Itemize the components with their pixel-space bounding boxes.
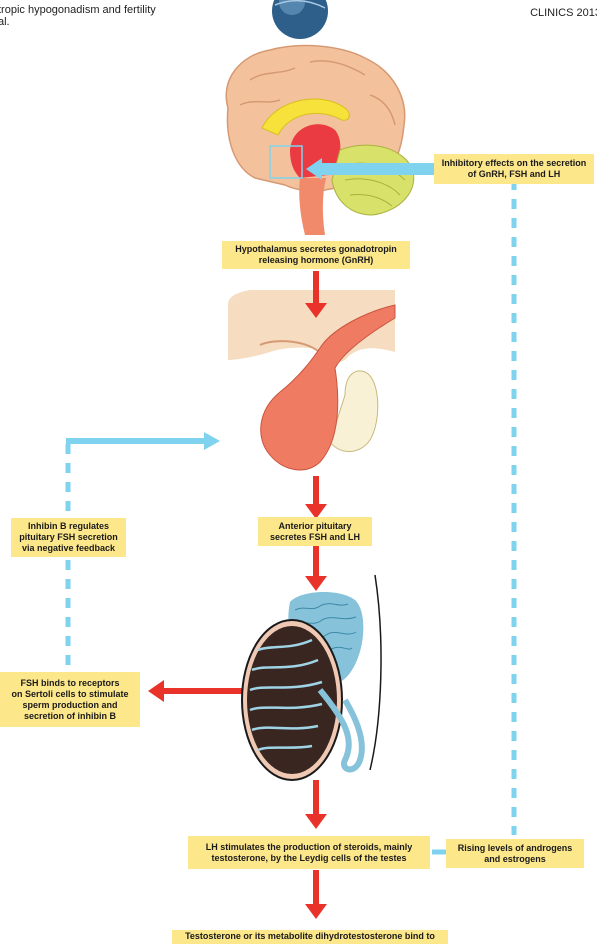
journal-globe-logo (272, 0, 328, 39)
pituitary-illustration (228, 290, 395, 470)
rising-androgens-label: Rising levels of androgens and estrogens (446, 839, 584, 868)
fsh-sertoli-label: FSH binds to receptors on Sertoli cells … (0, 672, 140, 727)
stimulatory-arrows (148, 271, 327, 919)
inhibitory-effects-label: Inhibitory effects on the secretion of G… (434, 154, 594, 184)
anterior-pituitary-label: Anterior pituitary secretes FSH and LH (258, 517, 372, 546)
testosterone-binding-label: Testosterone or its metabolite dihydrote… (172, 930, 448, 944)
inhibin-b-label: Inhibin B regulates pituitary FSH secret… (11, 518, 126, 557)
hypothalamus-label: Hypothalamus secretes gonadotropin relea… (222, 241, 410, 269)
brain-illustration (226, 46, 414, 235)
lh-leydig-label: LH stimulates the production of steroids… (188, 836, 430, 869)
testis-illustration (242, 575, 381, 780)
